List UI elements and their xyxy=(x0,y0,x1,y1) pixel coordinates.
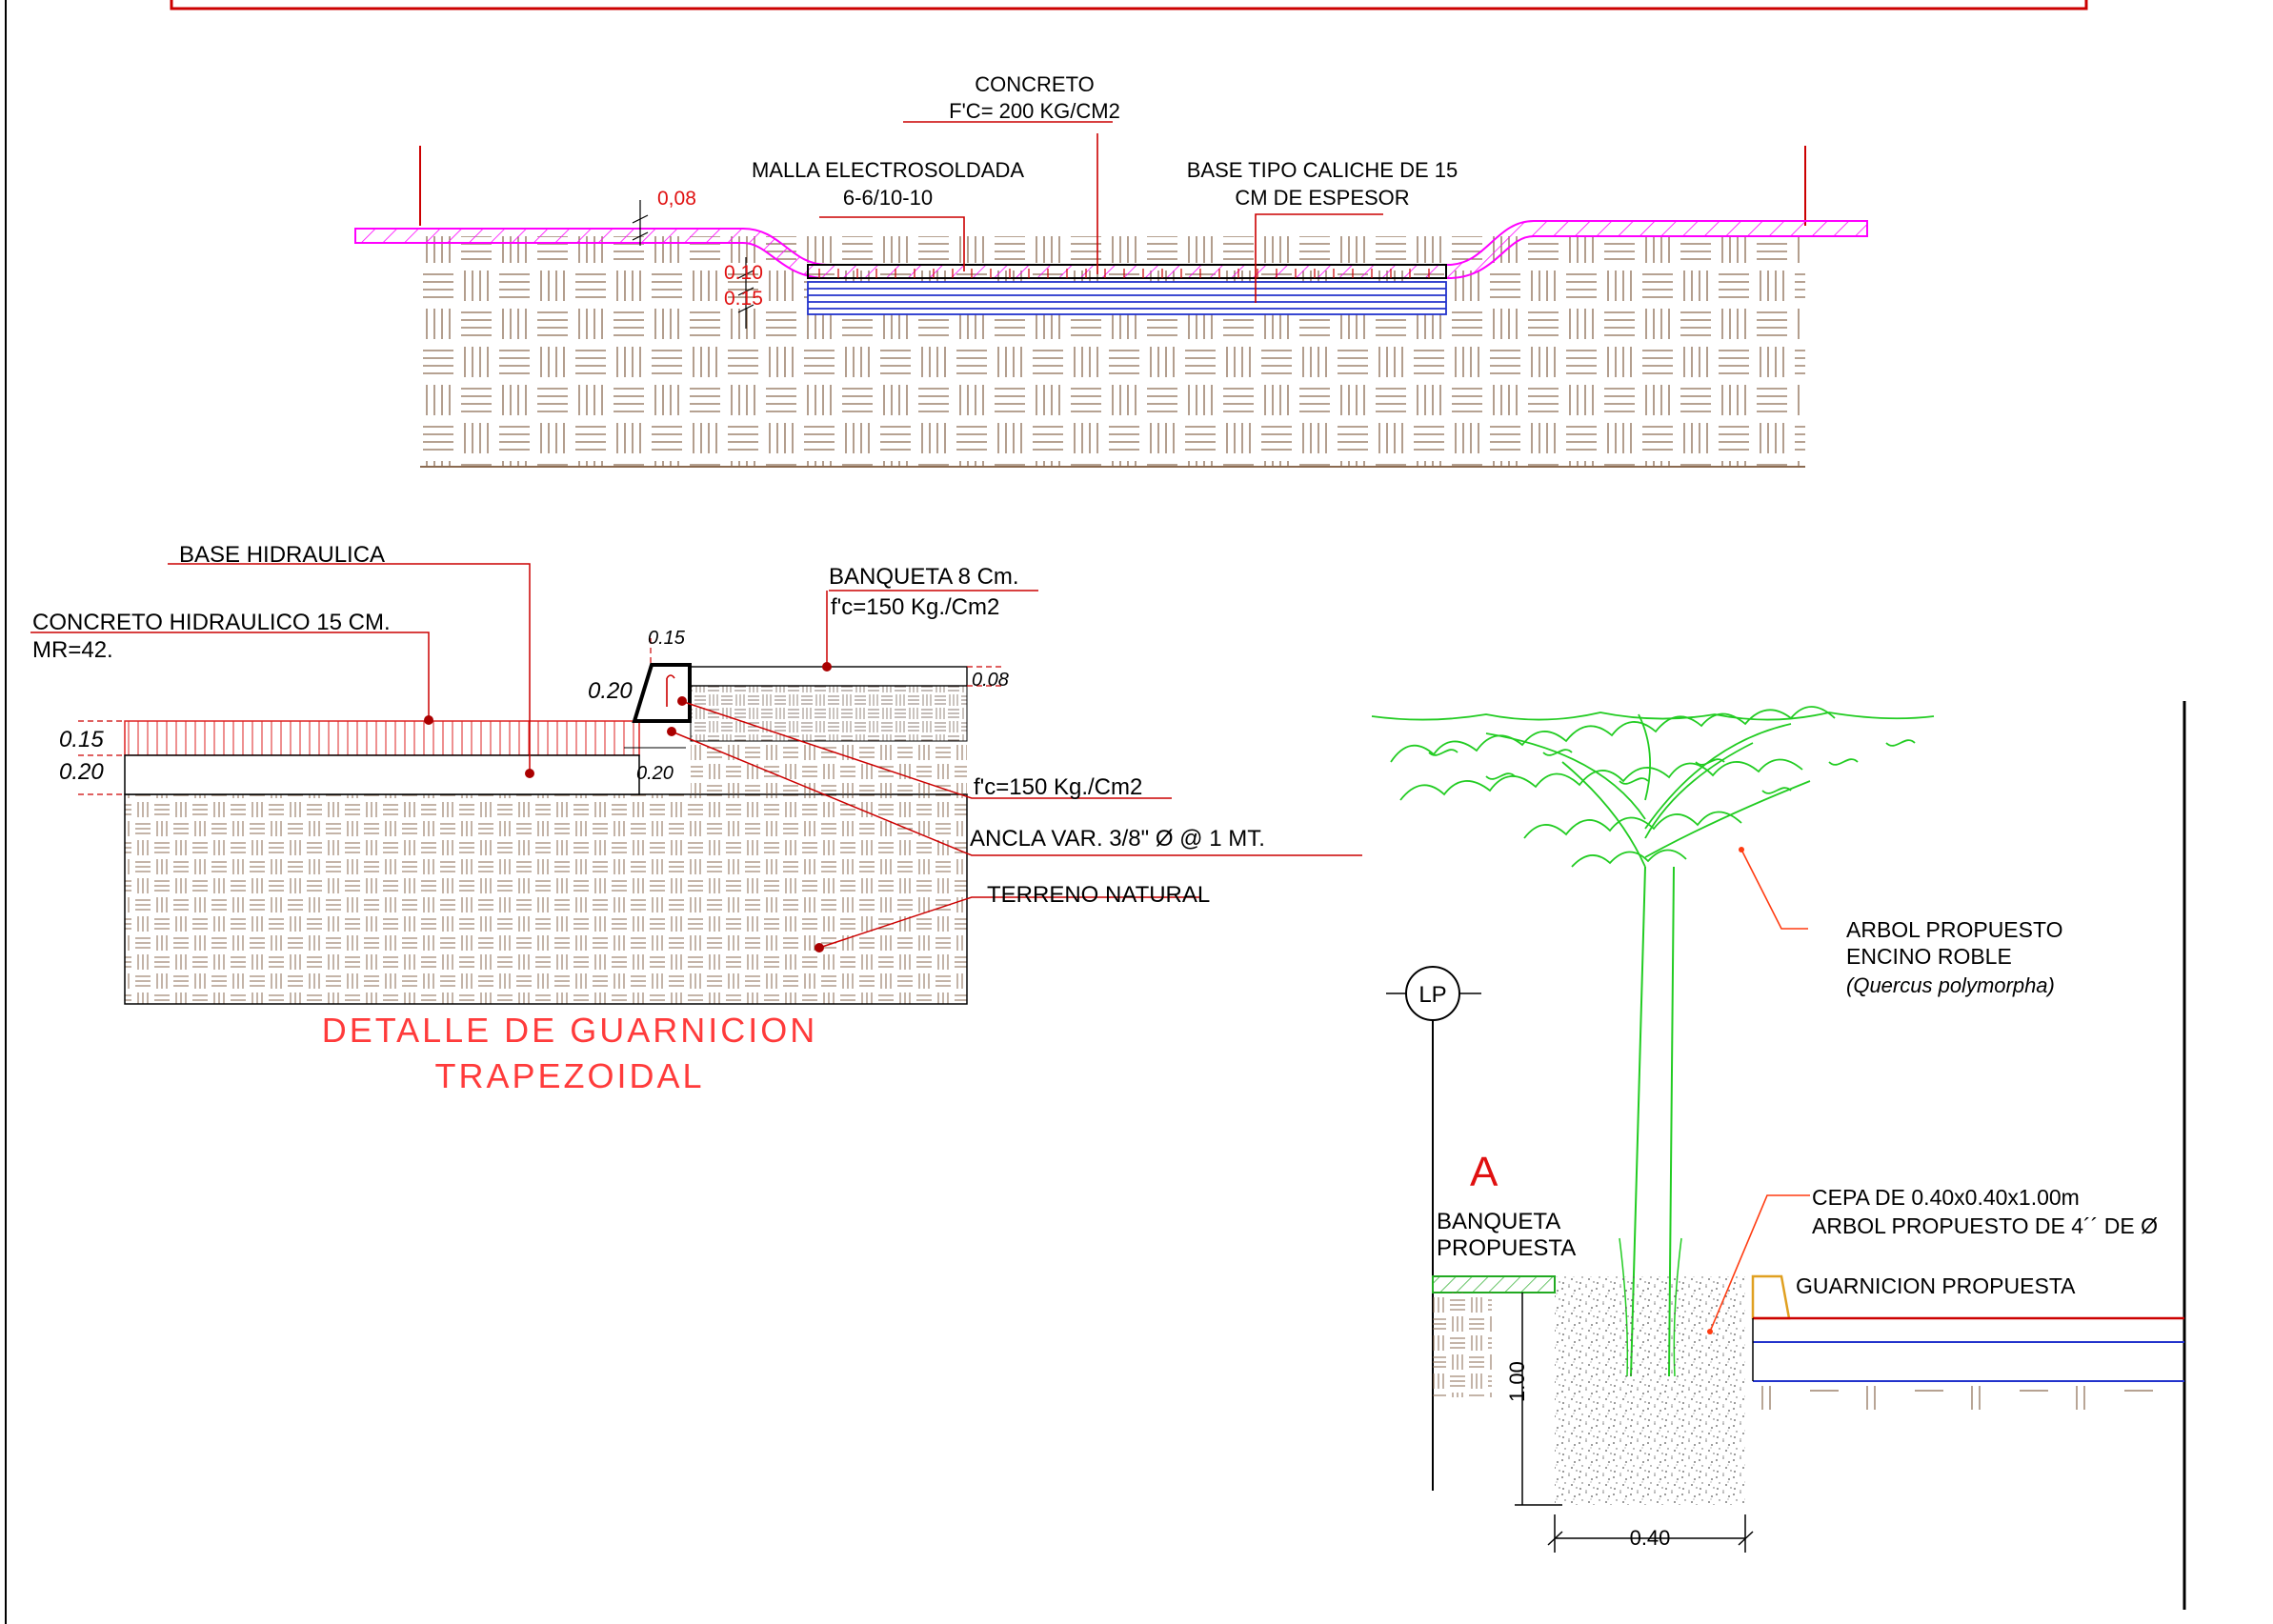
top-border-frame xyxy=(170,0,2088,10)
label-ancla: ANCLA VAR. 3/8" Ø @ 1 MT. xyxy=(970,826,1265,852)
proposed-sidewalk xyxy=(1432,1275,1556,1293)
label-guarnicion-propuesta: GUARNICION PROPUESTA xyxy=(1796,1273,2076,1298)
label-fc-200: F'C= 200 KG/CM2 xyxy=(949,99,1120,123)
section-mark-a: A xyxy=(1470,1149,1499,1195)
label-concreto: CONCRETO xyxy=(975,72,1095,96)
label-arbol-propuesto: ARBOL PROPUESTO xyxy=(1846,917,2063,942)
label-cepa: CEPA DE 0.40x0.40x1.00m xyxy=(1812,1185,2080,1210)
label-encino-roble: ENCINO ROBLE xyxy=(1846,944,2012,969)
label-malla-2: 6-6/10-10 xyxy=(843,186,933,210)
label-quercus: (Quercus polymorpha) xyxy=(1846,973,2055,997)
dim-015-slab: 0.15 xyxy=(59,727,104,752)
dim-020-curb-base: 0.20 xyxy=(636,763,674,784)
dim-040-pit: 0.40 xyxy=(1630,1526,1671,1550)
caliche-base-layer xyxy=(807,281,1447,315)
label-arbol-4: ARBOL PROPUESTO DE 4´´ DE Ø xyxy=(1812,1213,2158,1238)
hydraulic-concrete-slab xyxy=(124,720,640,756)
label-malla-1: MALLA ELECTROSOLDADA xyxy=(752,158,1024,182)
proposed-curb xyxy=(1751,1274,1791,1320)
natural-ground xyxy=(124,793,968,1005)
pavement-section-detail: CONCRETO F'C= 200 KG/CM2 MALLA ELECTROSO… xyxy=(354,72,1868,468)
dim-100-pit: 1.00 xyxy=(1505,1361,1529,1402)
mesh-strip xyxy=(807,264,1447,279)
label-concreto-hidraulico: CONCRETO HIDRAULICO 15 CM. xyxy=(32,610,391,635)
label-terreno-natural: TERRENO NATURAL xyxy=(987,882,1210,908)
dim-008-pavement: 0,08 xyxy=(657,188,696,210)
planting-pit xyxy=(1555,1276,1745,1505)
dim-020-curb: 0.20 xyxy=(588,678,633,704)
detail-title-line-1: DETALLE DE GUARNICION xyxy=(322,1011,817,1050)
trapezoidal-curb xyxy=(632,663,692,723)
label-banqueta-propuesta-2: PROPUESTA xyxy=(1437,1235,1576,1261)
dim-020-base: 0.20 xyxy=(59,759,104,785)
label-banqueta-fc: f'c=150 Kg./Cm2 xyxy=(831,594,999,620)
label-base-hidraulica: BASE HIDRAULICA xyxy=(179,542,385,568)
dim-015-curb-top: 0.15 xyxy=(648,628,686,649)
concrete-slab-curve xyxy=(354,220,1868,279)
curb-section-detail: BASE HIDRAULICA CONCRETO HIDRAULICO 15 C… xyxy=(30,542,1362,1095)
label-fc-150: f'c=150 Kg./Cm2 xyxy=(974,774,1142,800)
label-mr: MR=42. xyxy=(32,637,113,663)
dim-010-pavement: 0.10 xyxy=(724,262,763,284)
label-base-2: CM DE ESPESOR xyxy=(1235,186,1409,210)
dim-008-sidewalk: 0.08 xyxy=(972,670,1009,691)
hydraulic-base-layer xyxy=(124,754,640,795)
label-base-1: BASE TIPO CALICHE DE 15 xyxy=(1187,158,1458,182)
label-banqueta-propuesta-1: BANQUETA xyxy=(1437,1209,1560,1234)
detail-title-line-2: TRAPEZOIDAL xyxy=(434,1056,704,1095)
dim-015-pavement: 0.15 xyxy=(724,288,763,310)
tree-planting-detail: LP xyxy=(1371,701,2186,1610)
sidewalk-fill xyxy=(690,685,968,742)
tree-crown xyxy=(1371,706,1935,868)
label-banqueta-8: BANQUETA 8 Cm. xyxy=(829,564,1019,590)
lp-marker-label: LP xyxy=(1418,982,1446,1008)
